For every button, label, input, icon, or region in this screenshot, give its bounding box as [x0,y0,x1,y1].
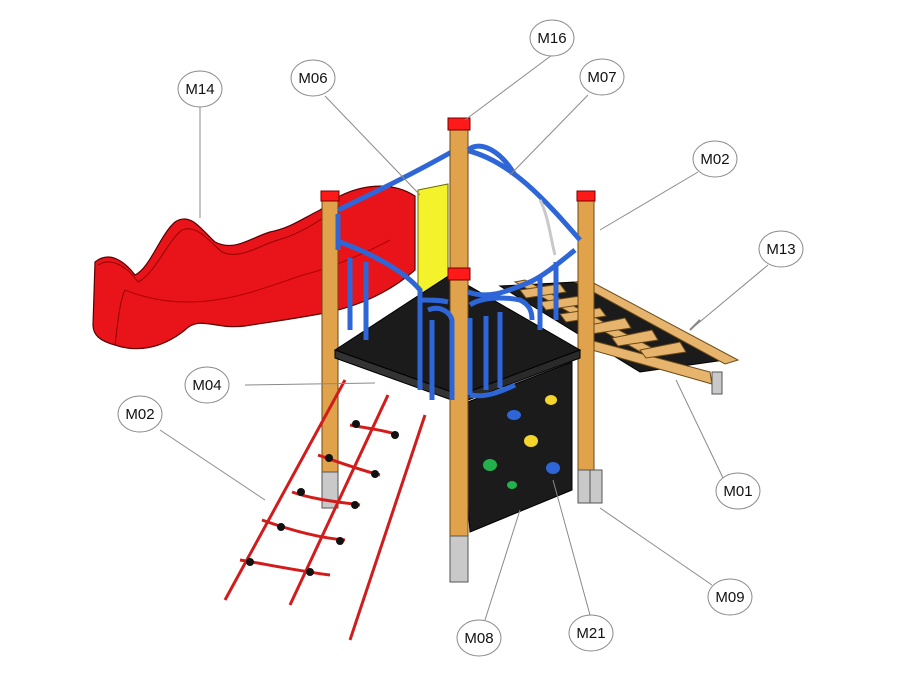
climbing-hold [507,410,521,420]
front-rails [339,143,577,400]
callout-m16: M16 [529,19,575,57]
callout-m07: M07 [579,58,625,96]
callout-label: M08 [464,630,493,647]
callout-label: M21 [576,625,605,642]
callout-label: M02 [700,151,729,168]
callout-label: M01 [723,483,752,500]
callout-label: M07 [587,69,616,86]
climbing-hold [507,481,517,489]
climbing-hold [546,462,560,474]
callout-m14: M14 [177,70,223,108]
callout-label: M13 [766,241,795,258]
callout-label: M02 [125,406,154,423]
climbing-hold [483,459,497,471]
callout-label: M04 [192,377,221,394]
callout-label: M16 [537,30,566,47]
callout-m02-left: M02 [117,395,163,433]
callout-m01: M01 [715,472,761,510]
callout-m13: M13 [758,230,804,268]
callout-m02-top: M02 [692,140,738,178]
callout-label: M09 [715,589,744,606]
callout-label: M14 [185,81,214,98]
net-knots [246,420,399,576]
climbing-hold [524,435,538,447]
callout-m06: M06 [290,59,336,97]
leader-lines [159,54,769,621]
callouts: M16 M14 M06 M07 M02 M13 M04 M02 [117,19,804,657]
back-rails [335,147,582,311]
climbing-hold [545,395,557,405]
callout-m08: M08 [456,619,502,657]
callout-label: M06 [298,70,327,87]
callout-m21: M21 [568,614,614,652]
callout-m09: M09 [707,578,753,616]
climbing-net [223,379,427,641]
callout-m04: M04 [184,366,230,404]
